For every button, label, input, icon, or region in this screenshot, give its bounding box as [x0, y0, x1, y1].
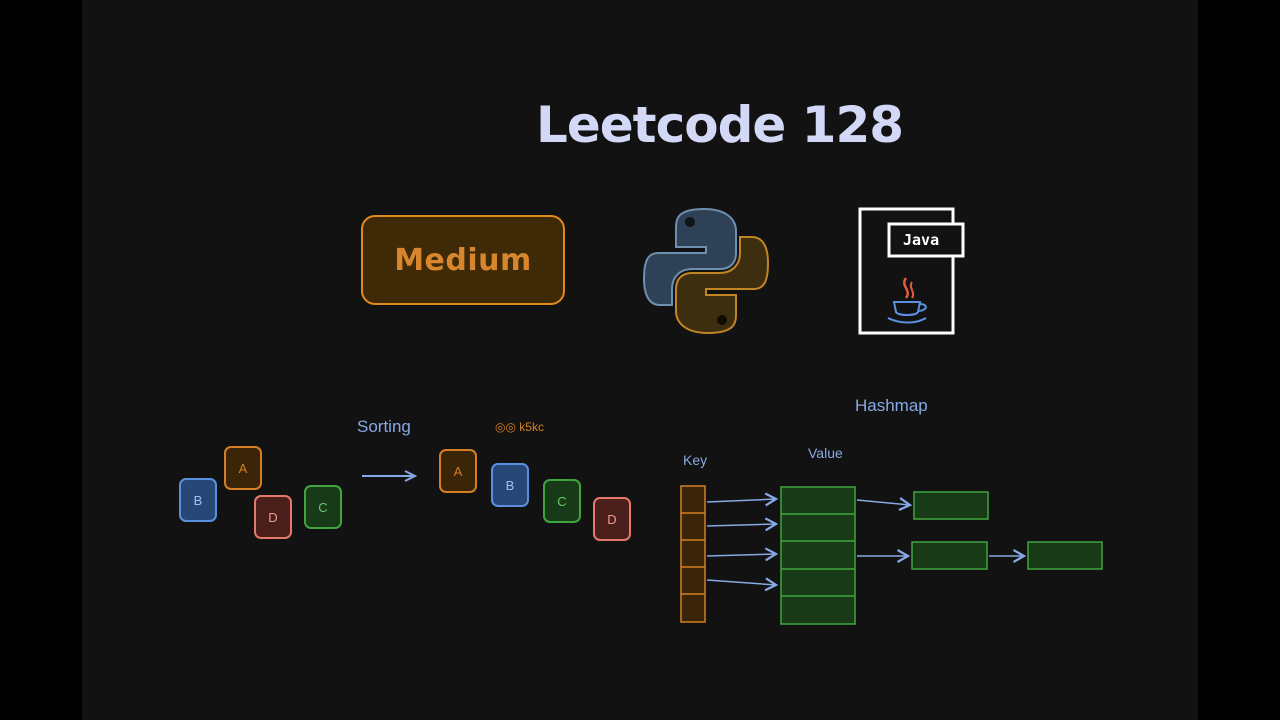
- key-label: Key: [683, 452, 708, 468]
- watermark-text: k5kc: [519, 420, 544, 434]
- sorted-tile-d: D: [593, 497, 631, 541]
- sorted-tile-c: C: [543, 479, 581, 523]
- unsorted-tile-a: A: [224, 446, 262, 490]
- difficulty-badge: Medium: [361, 215, 565, 305]
- watermark-label: ◎◎ k5kc: [495, 420, 544, 434]
- page-title: Leetcode 128: [536, 96, 904, 154]
- difficulty-label: Medium: [394, 242, 532, 278]
- diagram-canvas: [82, 0, 1198, 720]
- sorted-tile-b: B: [491, 463, 529, 507]
- unsorted-tile-b: B: [179, 478, 217, 522]
- unsorted-tile-d: D: [254, 495, 292, 539]
- hashmap-label: Hashmap: [855, 396, 928, 415]
- sorted-tile-a: A: [439, 449, 477, 493]
- value-label: Value: [808, 445, 843, 461]
- sorting-label: Sorting: [357, 417, 411, 436]
- unsorted-tile-c: C: [304, 485, 342, 529]
- watermark-glyph: ◎◎: [495, 420, 520, 434]
- java-file-label: Java: [903, 231, 940, 249]
